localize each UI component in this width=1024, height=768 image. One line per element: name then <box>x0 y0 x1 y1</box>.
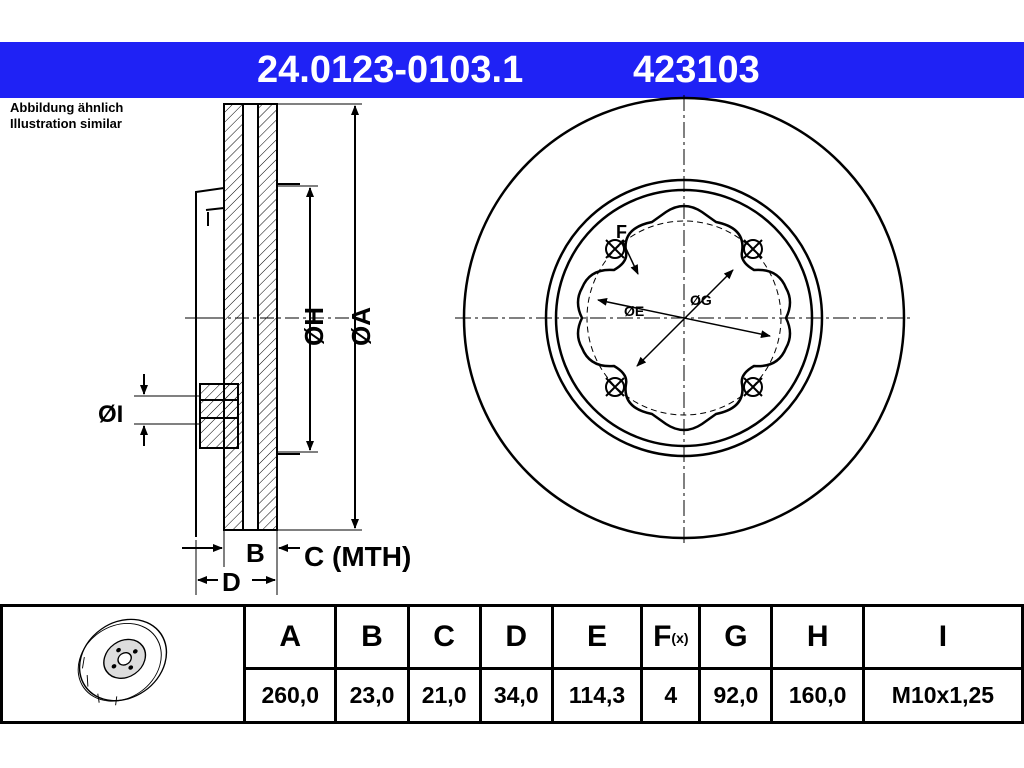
outer-disc-edge <box>462 96 906 540</box>
bolt-hole-2 <box>743 239 763 259</box>
hat-profile <box>195 187 225 537</box>
bolt-hole-1 <box>605 239 625 259</box>
header-f-cell: F(x) <box>640 604 702 670</box>
header-e: E <box>550 604 644 670</box>
label-c-mth: C (MTH) <box>304 541 411 572</box>
header-f-suffix: (x) <box>671 630 689 647</box>
dimension-b-c-d: B C (MTH) D <box>182 530 411 597</box>
f-leader <box>621 239 639 275</box>
header-i: I <box>861 604 1024 670</box>
value-c: 21,0 <box>406 667 482 724</box>
dimension-a: ØA <box>277 103 376 531</box>
label-dia-g: ØG <box>690 292 712 308</box>
value-f: 4 <box>640 667 702 724</box>
label-dia-i: ØI <box>98 401 123 428</box>
header-f: F <box>653 620 672 653</box>
label-dia-e: ØE <box>624 303 644 319</box>
side-section-view <box>195 103 300 537</box>
value-h: 160,0 <box>770 667 865 724</box>
bolt-hole-3 <box>605 377 625 397</box>
bolt-circle <box>586 220 782 416</box>
disc-thumbnail-cell <box>0 604 246 724</box>
reference-number: 423103 <box>633 49 760 91</box>
value-g: 92,0 <box>698 667 774 724</box>
header-a: A <box>242 604 338 670</box>
label-f: F <box>616 222 627 242</box>
outer-friction-plate <box>223 103 244 531</box>
label-dia-h: ØH <box>299 307 329 346</box>
spec-header-row: A B C D E F(x) G H I <box>0 604 1024 724</box>
value-i: M10x1,25 <box>861 667 1024 724</box>
dimension-h: ØH <box>277 185 329 453</box>
header-h: H <box>770 604 865 670</box>
header-d: D <box>478 604 554 670</box>
dia-e-line <box>636 269 734 367</box>
spec-value-row: 260,0 23,0 21,0 34,0 114,3 4 92,0 160,0 … <box>2 667 1024 724</box>
title-bar: 24.0123-0103.1 423103 <box>0 42 1024 98</box>
dimension-i: ØI <box>98 374 200 446</box>
illustration-note: Abbildung ähnlich Illustration similar <box>10 100 123 132</box>
value-e: 114,3 <box>550 667 644 724</box>
spec-table: A B C D E F(x) G H I 260,0 23,0 21,0 34,… <box>0 604 1024 724</box>
bolt-hole-4 <box>743 377 763 397</box>
note-german: Abbildung ähnlich <box>10 100 124 115</box>
header-b: B <box>334 604 410 670</box>
bolt-holes <box>605 239 763 397</box>
value-b: 23,0 <box>334 667 410 724</box>
label-b: B <box>246 538 265 568</box>
note-english: Illustration similar <box>10 116 122 131</box>
label-dia-a: ØA <box>346 307 376 346</box>
inner-friction-plate <box>257 103 278 531</box>
value-a: 260,0 <box>242 667 338 724</box>
header-c: C <box>406 604 482 670</box>
part-number: 24.0123-0103.1 <box>257 49 524 91</box>
center-bore-profile <box>576 204 792 432</box>
brake-disc-icon <box>77 618 168 706</box>
label-d: D <box>222 567 241 597</box>
hat-inner-ring <box>554 188 814 448</box>
hub-flange <box>199 383 239 449</box>
header-g: G <box>698 604 774 670</box>
value-d: 34,0 <box>478 667 554 724</box>
technical-drawing: ØH ØA ØI B C (MTH) D <box>98 95 912 597</box>
hat-outer-ring <box>544 178 824 458</box>
front-view <box>455 95 912 545</box>
